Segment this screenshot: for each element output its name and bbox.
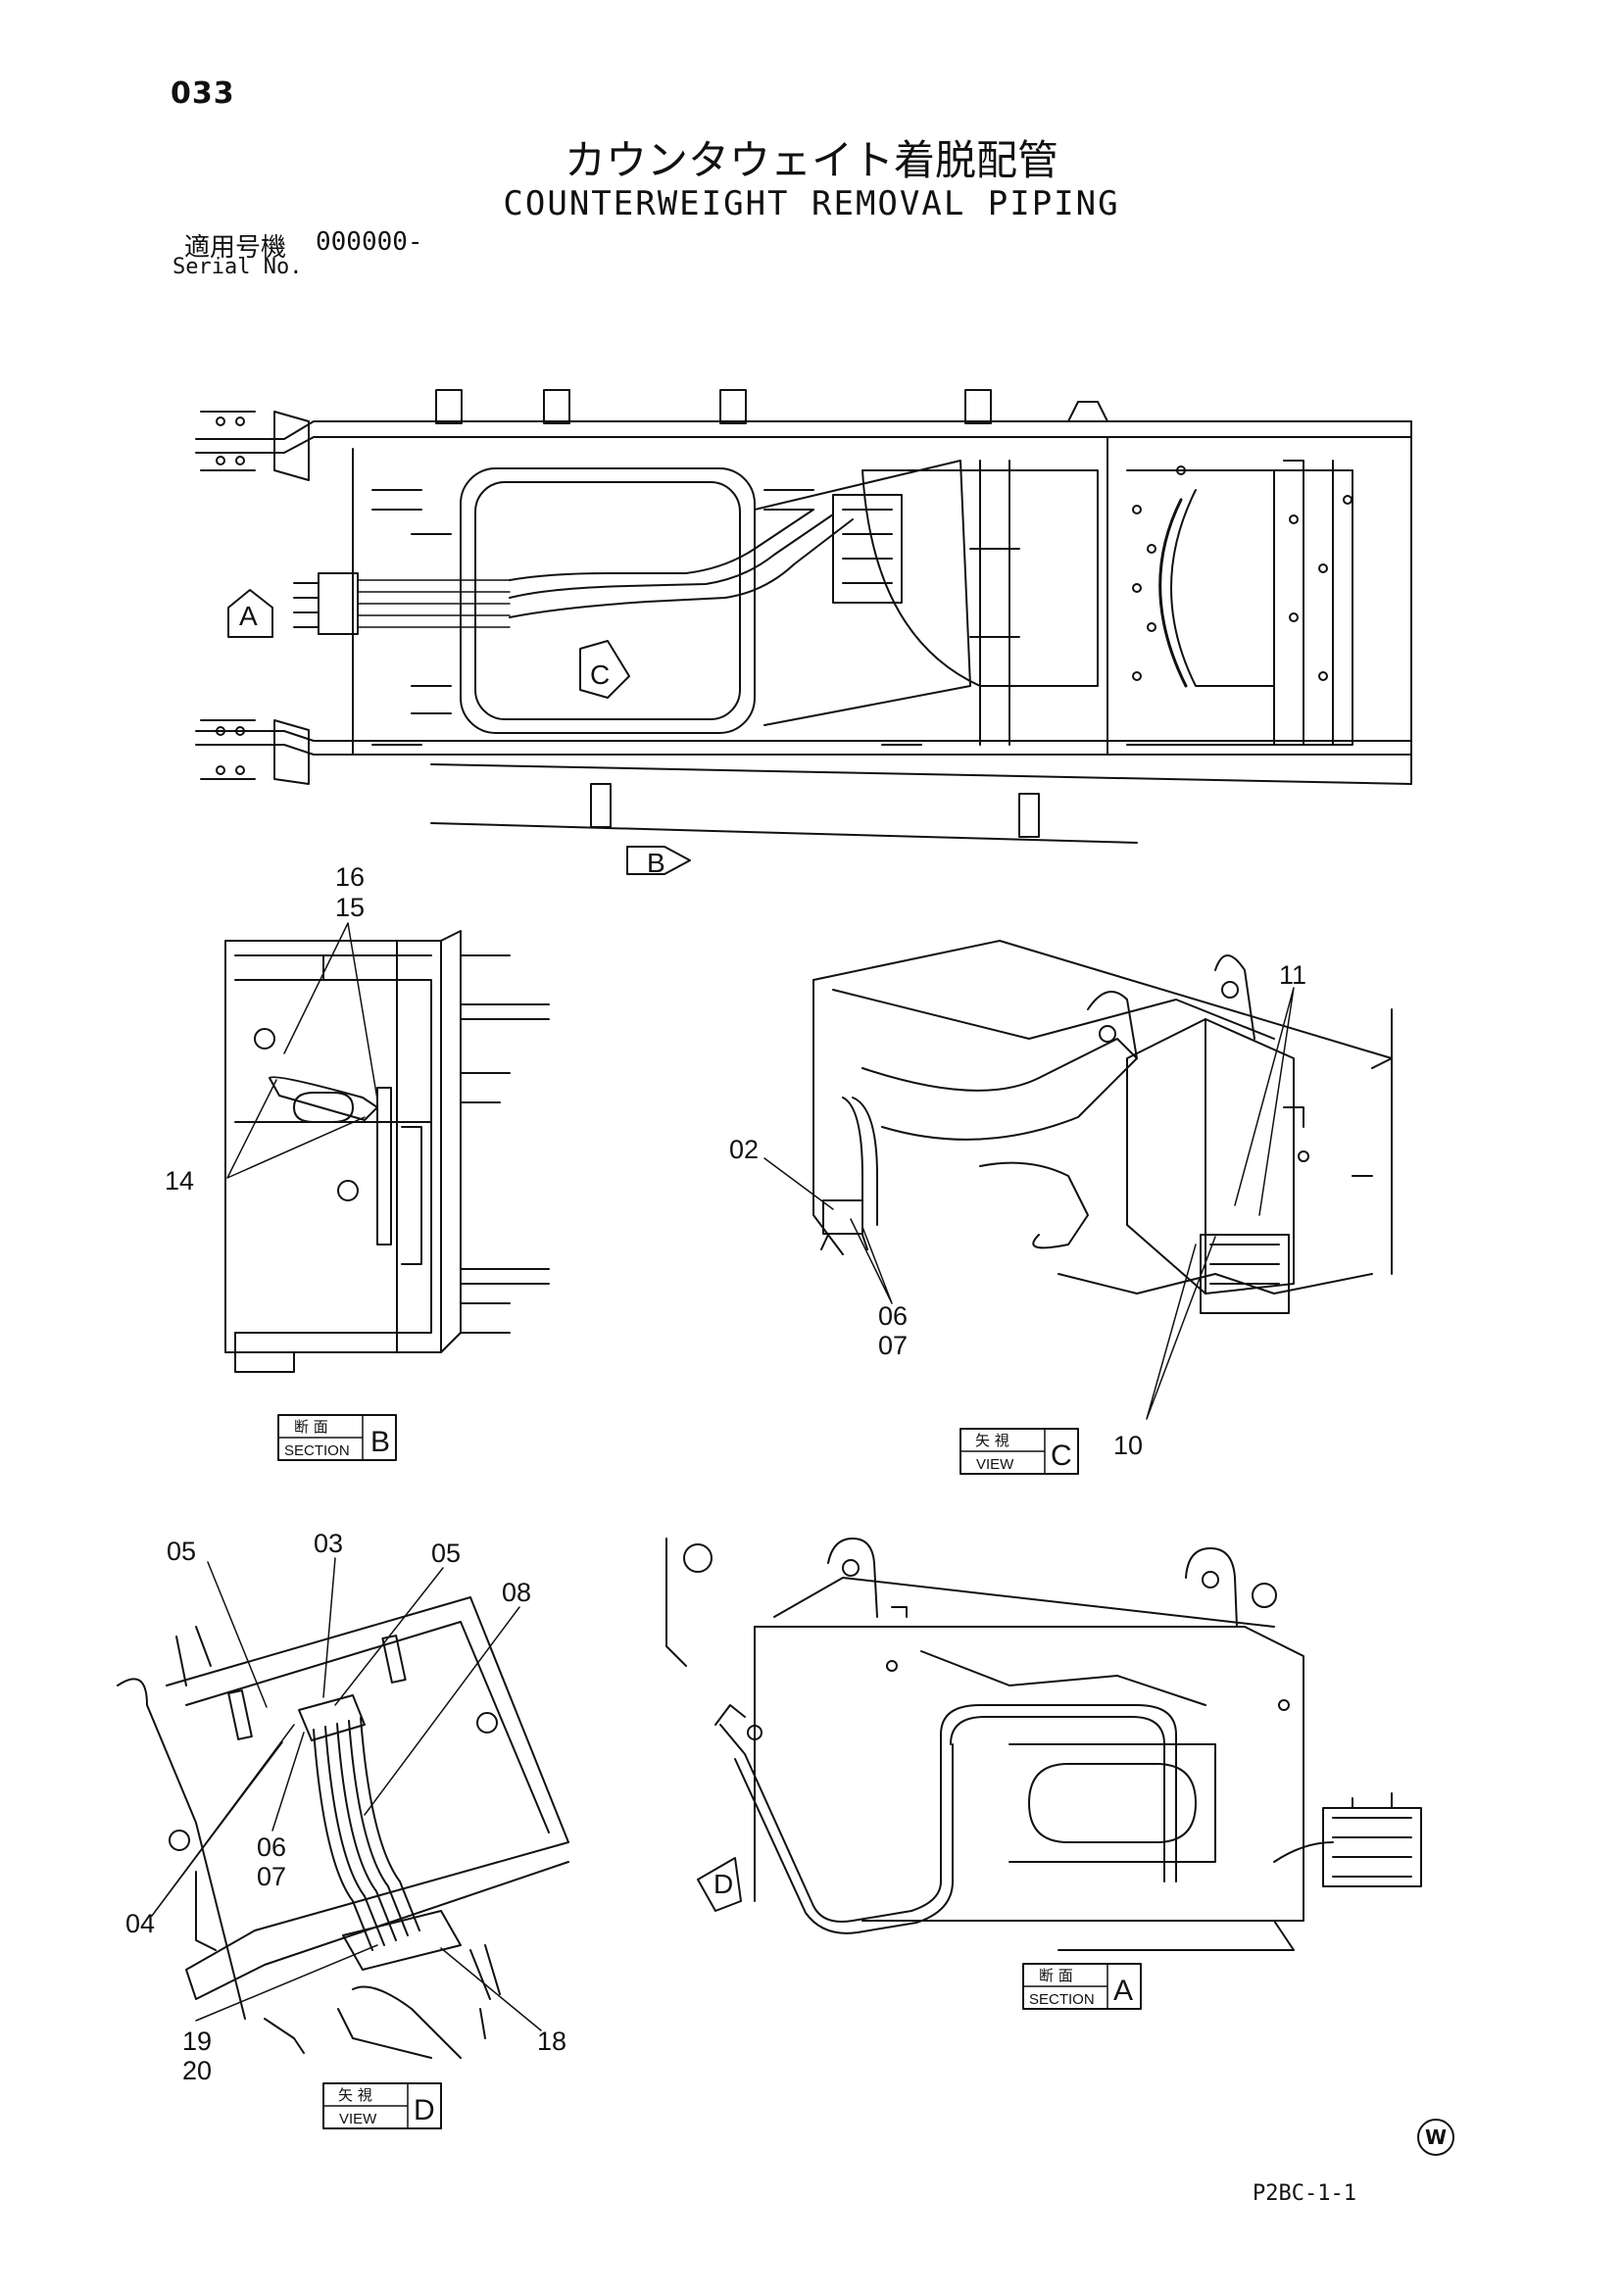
svg-text:断 面: 断 面 [294,1418,328,1436]
callout-10: 10 [1113,1431,1143,1460]
section-tag-a: 断 面 SECTION A [1022,1963,1142,2010]
callout-16: 16 [335,862,365,892]
main-frame-top-view [195,389,1412,844]
svg-text:D: D [713,1869,733,1899]
callout-05-right: 05 [431,1539,461,1568]
callout-06-c: 06 [878,1301,908,1331]
serial-label-english: Serial No. [172,255,303,279]
serial-label-japanese: 適用号機 [184,233,287,263]
section-b-drawing [224,930,550,1373]
callout-15: 15 [335,893,365,922]
view-c-drawing [812,940,1393,1314]
title-english: COUNTERWEIGHT REMOVAL PIPING [503,184,1120,223]
view-arrow-a: A [227,589,273,638]
section-tag-c: 矢 視 VIEW C [959,1428,1079,1475]
view-arrow-d: D [697,1857,742,1912]
svg-text:D: D [414,2094,435,2126]
callout-14: 14 [165,1166,194,1196]
section-a-drawing [665,1538,1422,1951]
svg-text:SECTION: SECTION [284,1442,350,1459]
w-circle-mark: W [1417,2119,1454,2156]
callout-11: 11 [1279,960,1306,990]
view-arrow-b: B [626,846,691,878]
svg-text:B: B [370,1426,390,1458]
serial-value: 000000- [316,227,423,257]
svg-text:VIEW: VIEW [339,2111,377,2127]
view-d-drawing [117,1596,569,2059]
section-tag-d: 矢 視 VIEW D [322,2082,442,2129]
footer-code: P2BC-1-1 [1253,2181,1356,2206]
svg-text:VIEW: VIEW [976,1456,1014,1473]
callout-03: 03 [314,1529,343,1558]
svg-text:C: C [1051,1440,1072,1472]
view-arrow-c: C [579,640,630,699]
svg-text:A: A [1113,1975,1133,2007]
callout-07-c: 07 [878,1331,908,1360]
callout-20: 20 [182,2056,212,2085]
callout-07-d: 07 [257,1862,286,1891]
callout-18: 18 [537,2027,566,2056]
section-tag-b: 断 面 SECTION B [277,1414,397,1461]
svg-text:B: B [647,848,665,878]
svg-text:矢 視: 矢 視 [338,2086,372,2104]
page-number: 033 [171,76,235,111]
svg-text:SECTION: SECTION [1029,1991,1095,2008]
callout-02: 02 [729,1135,759,1164]
svg-text:矢 視: 矢 視 [975,1432,1009,1449]
callout-08: 08 [502,1578,531,1607]
section-b-leaders [226,922,378,1179]
callout-04: 04 [125,1909,155,1938]
view-c-leaders [763,987,1295,1420]
view-d-leaders [151,1557,542,2031]
callout-05-left: 05 [167,1537,196,1566]
svg-text:断 面: 断 面 [1039,1967,1073,1984]
callout-19: 19 [182,2027,212,2056]
title-japanese: カウンタウェイト着脱配管 [564,136,1058,184]
svg-text:C: C [590,659,610,690]
callout-06-d: 06 [257,1832,286,1862]
svg-text:A: A [239,601,258,631]
